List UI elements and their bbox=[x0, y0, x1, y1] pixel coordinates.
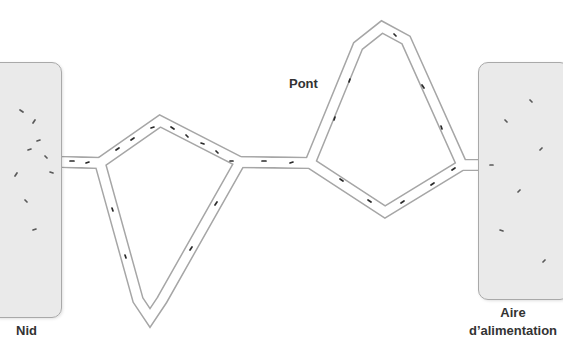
bridge-wall bbox=[62, 162, 478, 318]
nest-label: Nid bbox=[16, 322, 56, 340]
food-area-box: Aire d’alimentation bbox=[478, 62, 563, 339]
bridge-floor bbox=[62, 162, 478, 318]
bridge-label: Pont bbox=[287, 76, 320, 92]
ants bbox=[15, 34, 545, 262]
bridge-wall bbox=[62, 27, 478, 165]
bridge-path bbox=[62, 27, 478, 318]
food-area-box-outline bbox=[478, 62, 563, 300]
food-area-label: Aire d’alimentation bbox=[463, 304, 563, 339]
bridge-floor bbox=[62, 27, 478, 165]
nest-box-outline bbox=[0, 62, 62, 318]
nest-box: Nid bbox=[0, 62, 62, 340]
